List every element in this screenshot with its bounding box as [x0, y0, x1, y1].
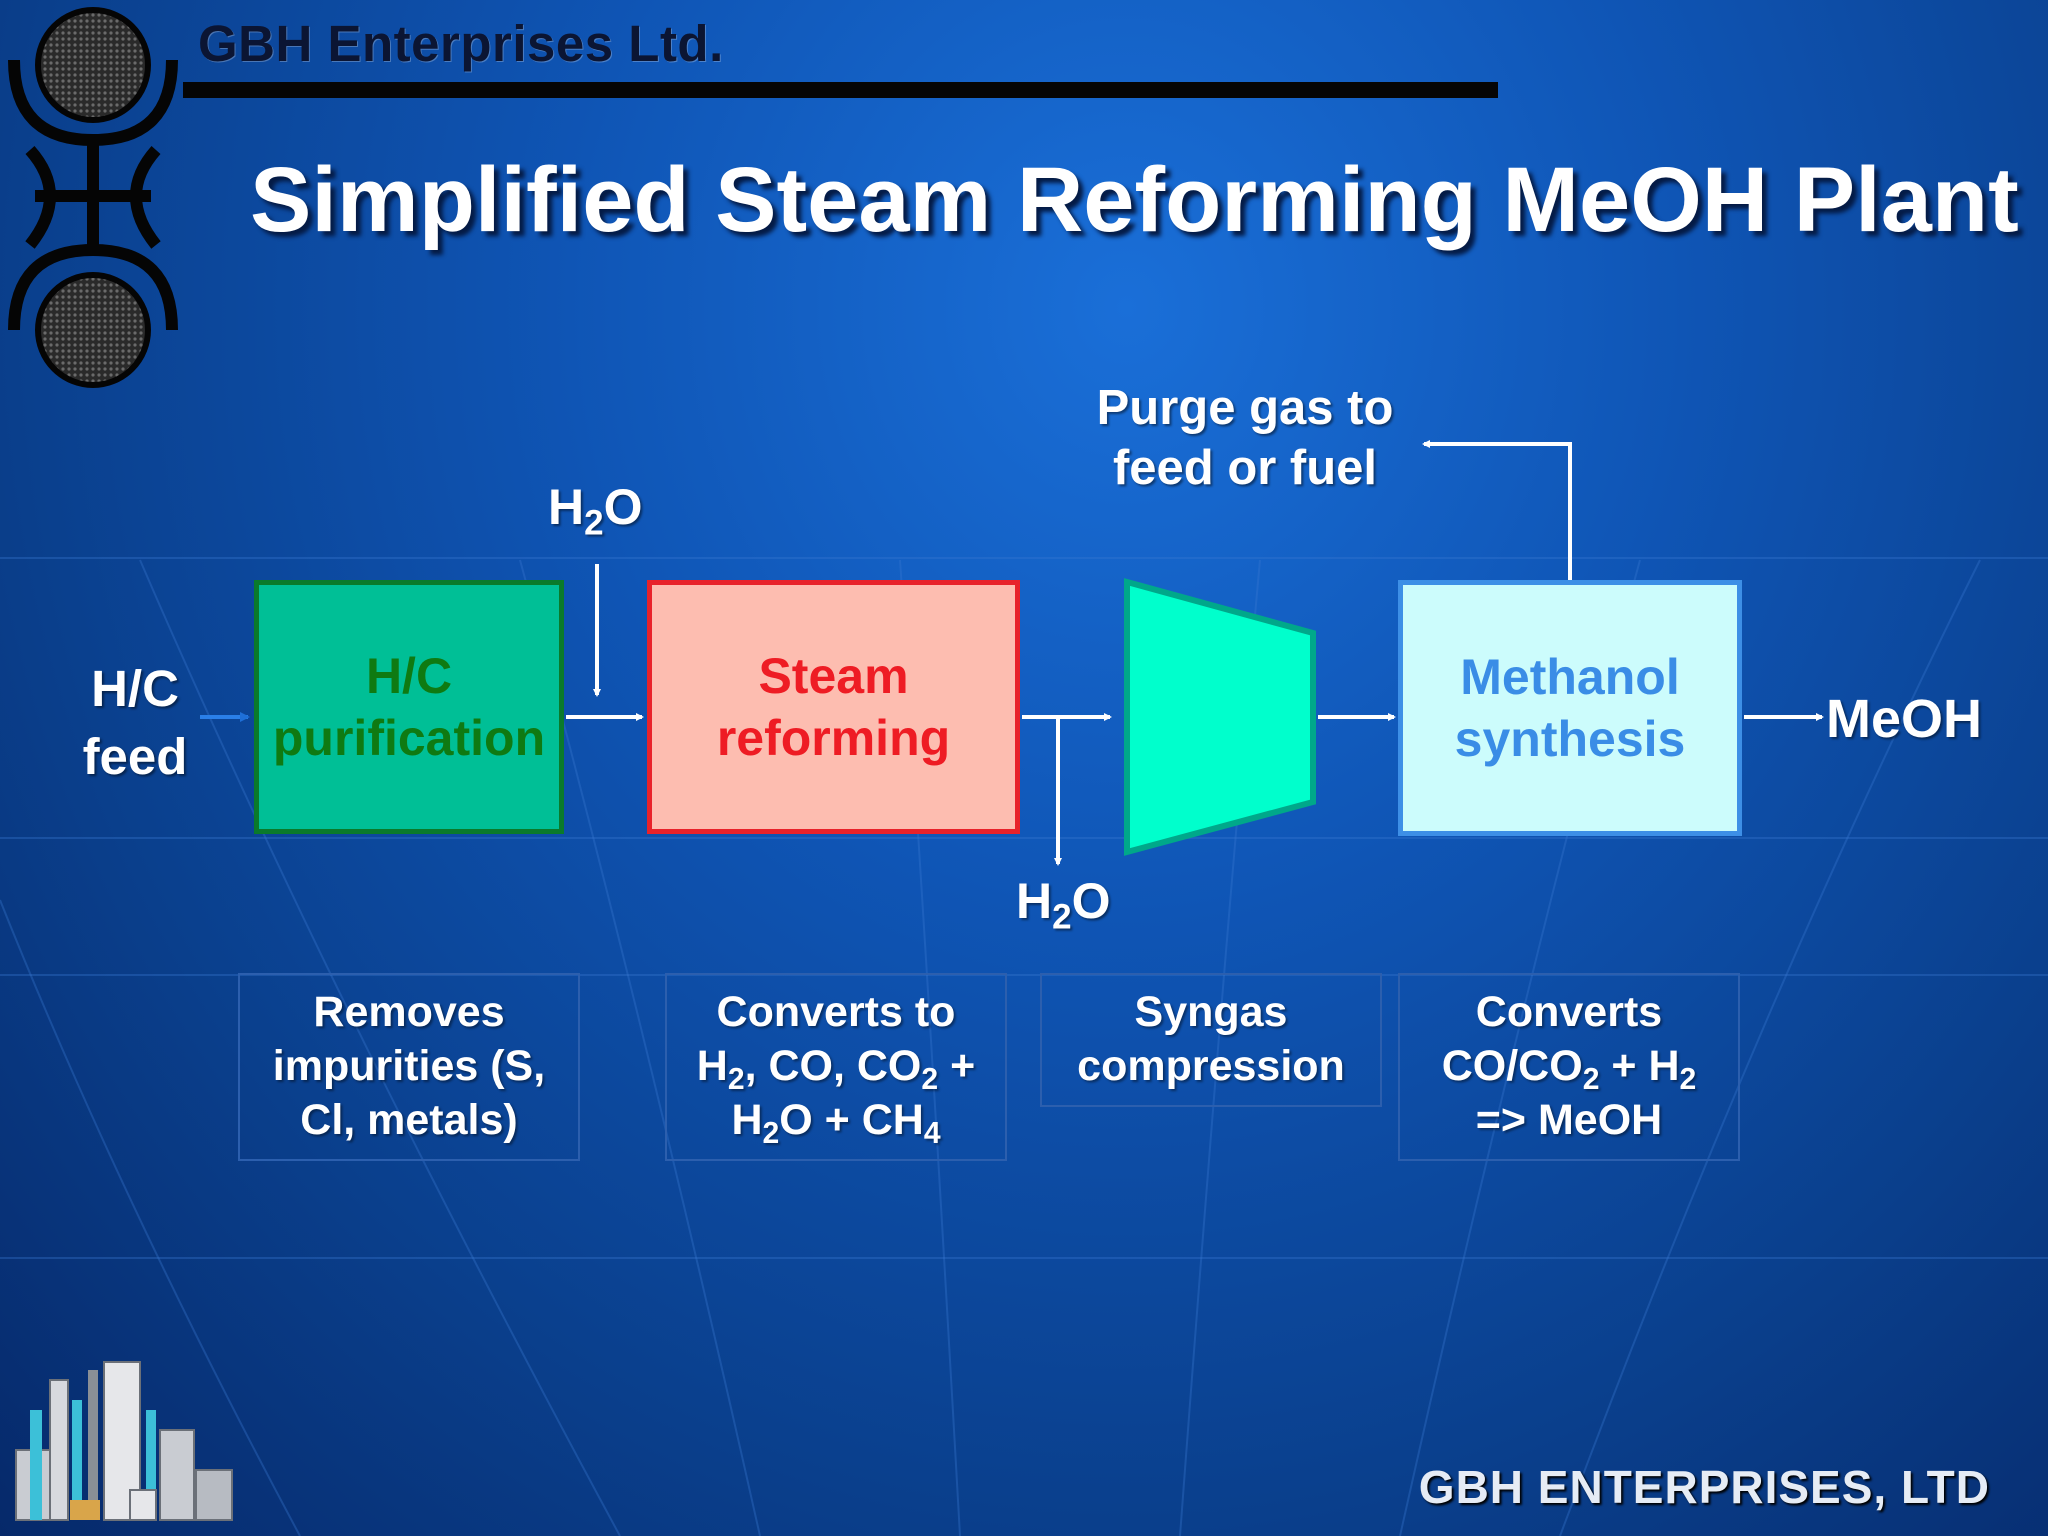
purge-label-line-2: feed or fuel — [1112, 441, 1378, 495]
synthesis-label-line-1: Methanol — [1460, 649, 1680, 705]
purification-label-line-1: H/C — [365, 648, 453, 704]
water-in-sub: 2 — [584, 503, 604, 543]
description-reforming: Converts to H2, CO, CO2 + H2O + CH4 — [665, 973, 1007, 1161]
description-line: Cl, metals) — [300, 1096, 518, 1144]
description-line: impurities (S, — [272, 1042, 546, 1090]
purge-label: Purge gas to feed or fuel — [1080, 378, 1410, 498]
water-in-label: H2O — [548, 478, 643, 541]
description-line: H2O + CH4 — [731, 1096, 941, 1151]
description-line: Converts to — [716, 988, 956, 1036]
description-synthesis: Converts CO/CO2 + H2 => MeOH — [1398, 973, 1740, 1161]
compressor-shape — [1124, 578, 1316, 856]
description-line: Syngas — [1134, 988, 1288, 1036]
water-in-h: H — [548, 479, 585, 535]
purge-label-line-1: Purge gas to — [1096, 381, 1394, 435]
reforming-box: Steam reforming — [647, 580, 1020, 834]
reforming-label-line-2: reforming — [716, 710, 951, 766]
purification-label-line-2: purification — [272, 710, 546, 766]
description-line: Converts — [1475, 988, 1663, 1036]
feed-label-line-2: feed — [82, 728, 188, 785]
company-logo — [8, 7, 178, 388]
feed-label-line-1: H/C — [91, 660, 179, 717]
purification-box: H/C purification — [254, 580, 564, 834]
description-compression: Syngas compression — [1040, 973, 1382, 1107]
footer-company: GBH ENTERPRISES, LTD — [1418, 1461, 1990, 1513]
feed-label: H/C feed — [60, 655, 210, 791]
synthesis-box: Methanol synthesis — [1398, 580, 1742, 836]
description-line: CO/CO2 + H2 — [1441, 1042, 1697, 1097]
synthesis-label-line-2: synthesis — [1454, 711, 1686, 767]
water-out-o: O — [1071, 873, 1111, 929]
product-label: MeOH — [1826, 689, 1983, 749]
reforming-label-line-1: Steam — [758, 648, 909, 704]
description-line: H2, CO, CO2 + — [696, 1042, 976, 1097]
arrow-purge — [1422, 440, 1572, 580]
water-out-label: H2O — [1016, 872, 1111, 935]
description-line: => MeOH — [1475, 1096, 1663, 1144]
description-purification: Removes impurities (S, Cl, metals) — [238, 973, 580, 1161]
refinery-illustration — [15, 1361, 233, 1521]
description-line: compression — [1077, 1042, 1345, 1090]
water-out-h: H — [1016, 873, 1053, 929]
description-line: Removes — [313, 988, 505, 1036]
water-out-sub: 2 — [1052, 897, 1072, 937]
company-name: GBH Enterprises Ltd. — [198, 15, 724, 72]
header-rule — [183, 82, 1498, 98]
water-in-o: O — [603, 479, 643, 535]
page-title: Simplified Steam Reforming MeOH Plant — [250, 149, 2019, 251]
